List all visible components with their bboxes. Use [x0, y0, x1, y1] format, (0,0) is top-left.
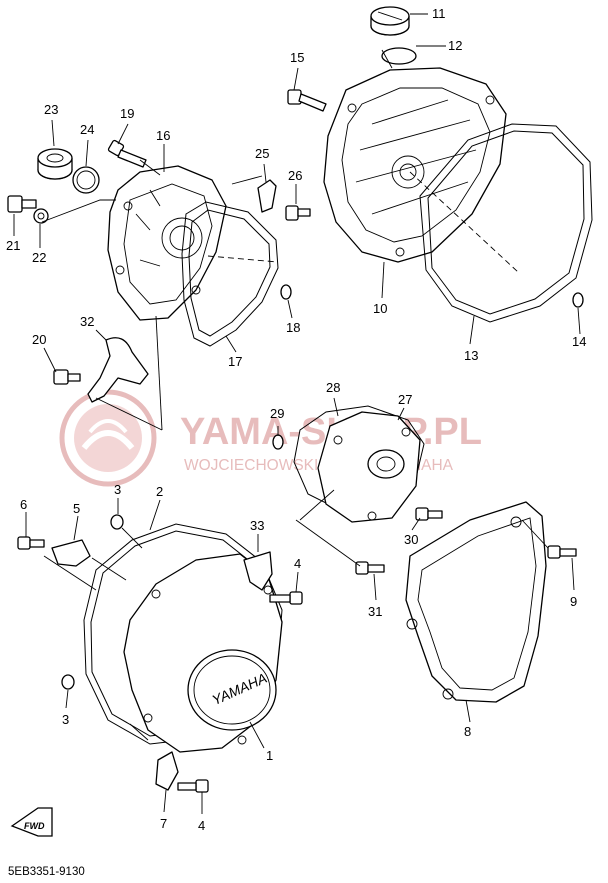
dowel-14 [572, 292, 584, 308]
clamp-7 [155, 751, 179, 791]
dowel-18 [280, 284, 292, 300]
callout-19: 19 [120, 106, 134, 121]
callout-26: 26 [288, 168, 302, 183]
o-ring-12 [381, 47, 417, 65]
pickup-cover-16 [107, 165, 227, 321]
callout-10: 10 [373, 301, 387, 316]
clutch-cover-10 [323, 67, 507, 263]
bolt-30 [415, 507, 443, 521]
screw-19 [107, 139, 147, 168]
guard-group [405, 501, 577, 703]
gasket-13 [419, 123, 593, 323]
callout-22: 22 [32, 250, 46, 265]
callout-27: 27 [398, 392, 412, 407]
bolt-4-lower [177, 779, 209, 793]
callout-numbers: 1 2 3 3 4 4 5 6 7 8 9 10 11 12 13 14 15 … [6, 6, 586, 833]
callout-3-lower: 3 [62, 712, 69, 727]
callout-30: 30 [404, 532, 418, 547]
bolt-6 [17, 536, 45, 550]
callout-29: 29 [270, 406, 284, 421]
callout-21: 21 [6, 238, 20, 253]
callout-4-lower: 4 [198, 818, 205, 833]
crankcase-cover-group: YAMAHA [17, 514, 303, 793]
callout-25: 25 [255, 146, 269, 161]
bolt-9 [547, 545, 577, 559]
small-cover-group [272, 405, 443, 575]
callout-32: 32 [80, 314, 94, 329]
gasket-17 [181, 201, 279, 347]
callout-16: 16 [156, 128, 170, 143]
callout-20: 20 [32, 332, 46, 347]
callout-4-upper: 4 [294, 556, 301, 571]
dowel-3-upper [110, 514, 124, 530]
o-ring-24 [72, 166, 100, 194]
callout-2: 2 [156, 484, 163, 499]
dowel-29 [272, 434, 284, 450]
fwd-label: FWD [24, 821, 45, 831]
bolt-21 [7, 195, 37, 213]
callout-13: 13 [464, 348, 478, 363]
bolt-15 [287, 89, 327, 112]
bracket-32 [87, 337, 149, 403]
clamp-5 [51, 539, 91, 567]
callout-12: 12 [448, 38, 462, 53]
callout-7: 7 [160, 816, 167, 831]
watermark-logo [59, 389, 157, 487]
callout-18: 18 [286, 320, 300, 335]
callout-9: 9 [570, 594, 577, 609]
callout-6: 6 [20, 497, 27, 512]
clutch-cover-group [287, 6, 593, 323]
bracket-33 [243, 551, 273, 591]
callout-23: 23 [44, 102, 58, 117]
callout-15: 15 [290, 50, 304, 65]
callout-33: 33 [250, 518, 264, 533]
callout-1: 1 [266, 748, 273, 763]
diagram-code: 5EB3351-9130 [8, 866, 85, 878]
clamp-25 [257, 179, 277, 213]
callout-28: 28 [326, 380, 340, 395]
crankcase-cover-1: YAMAHA [123, 553, 283, 753]
cover-27 [317, 411, 421, 523]
callout-17: 17 [228, 354, 242, 369]
washer-22 [33, 208, 49, 224]
dowel-3-lower [61, 674, 75, 690]
oil-filler-cap-11 [370, 6, 410, 36]
callout-3-upper: 3 [114, 482, 121, 497]
callout-24: 24 [80, 122, 94, 137]
callout-leaders [13, 13, 581, 814]
pickup-cover-group [7, 139, 311, 431]
callout-5: 5 [73, 501, 80, 516]
bolt-26 [285, 205, 311, 221]
bolt-20 [53, 369, 81, 385]
cover-guard-8 [405, 501, 547, 703]
callout-14: 14 [572, 334, 586, 349]
fwd-direction-badge: FWD [10, 807, 53, 837]
callout-31: 31 [368, 604, 382, 619]
callout-11: 11 [432, 6, 446, 21]
callout-8: 8 [464, 724, 471, 739]
plug-23 [37, 148, 73, 180]
bolt-31 [355, 561, 385, 575]
